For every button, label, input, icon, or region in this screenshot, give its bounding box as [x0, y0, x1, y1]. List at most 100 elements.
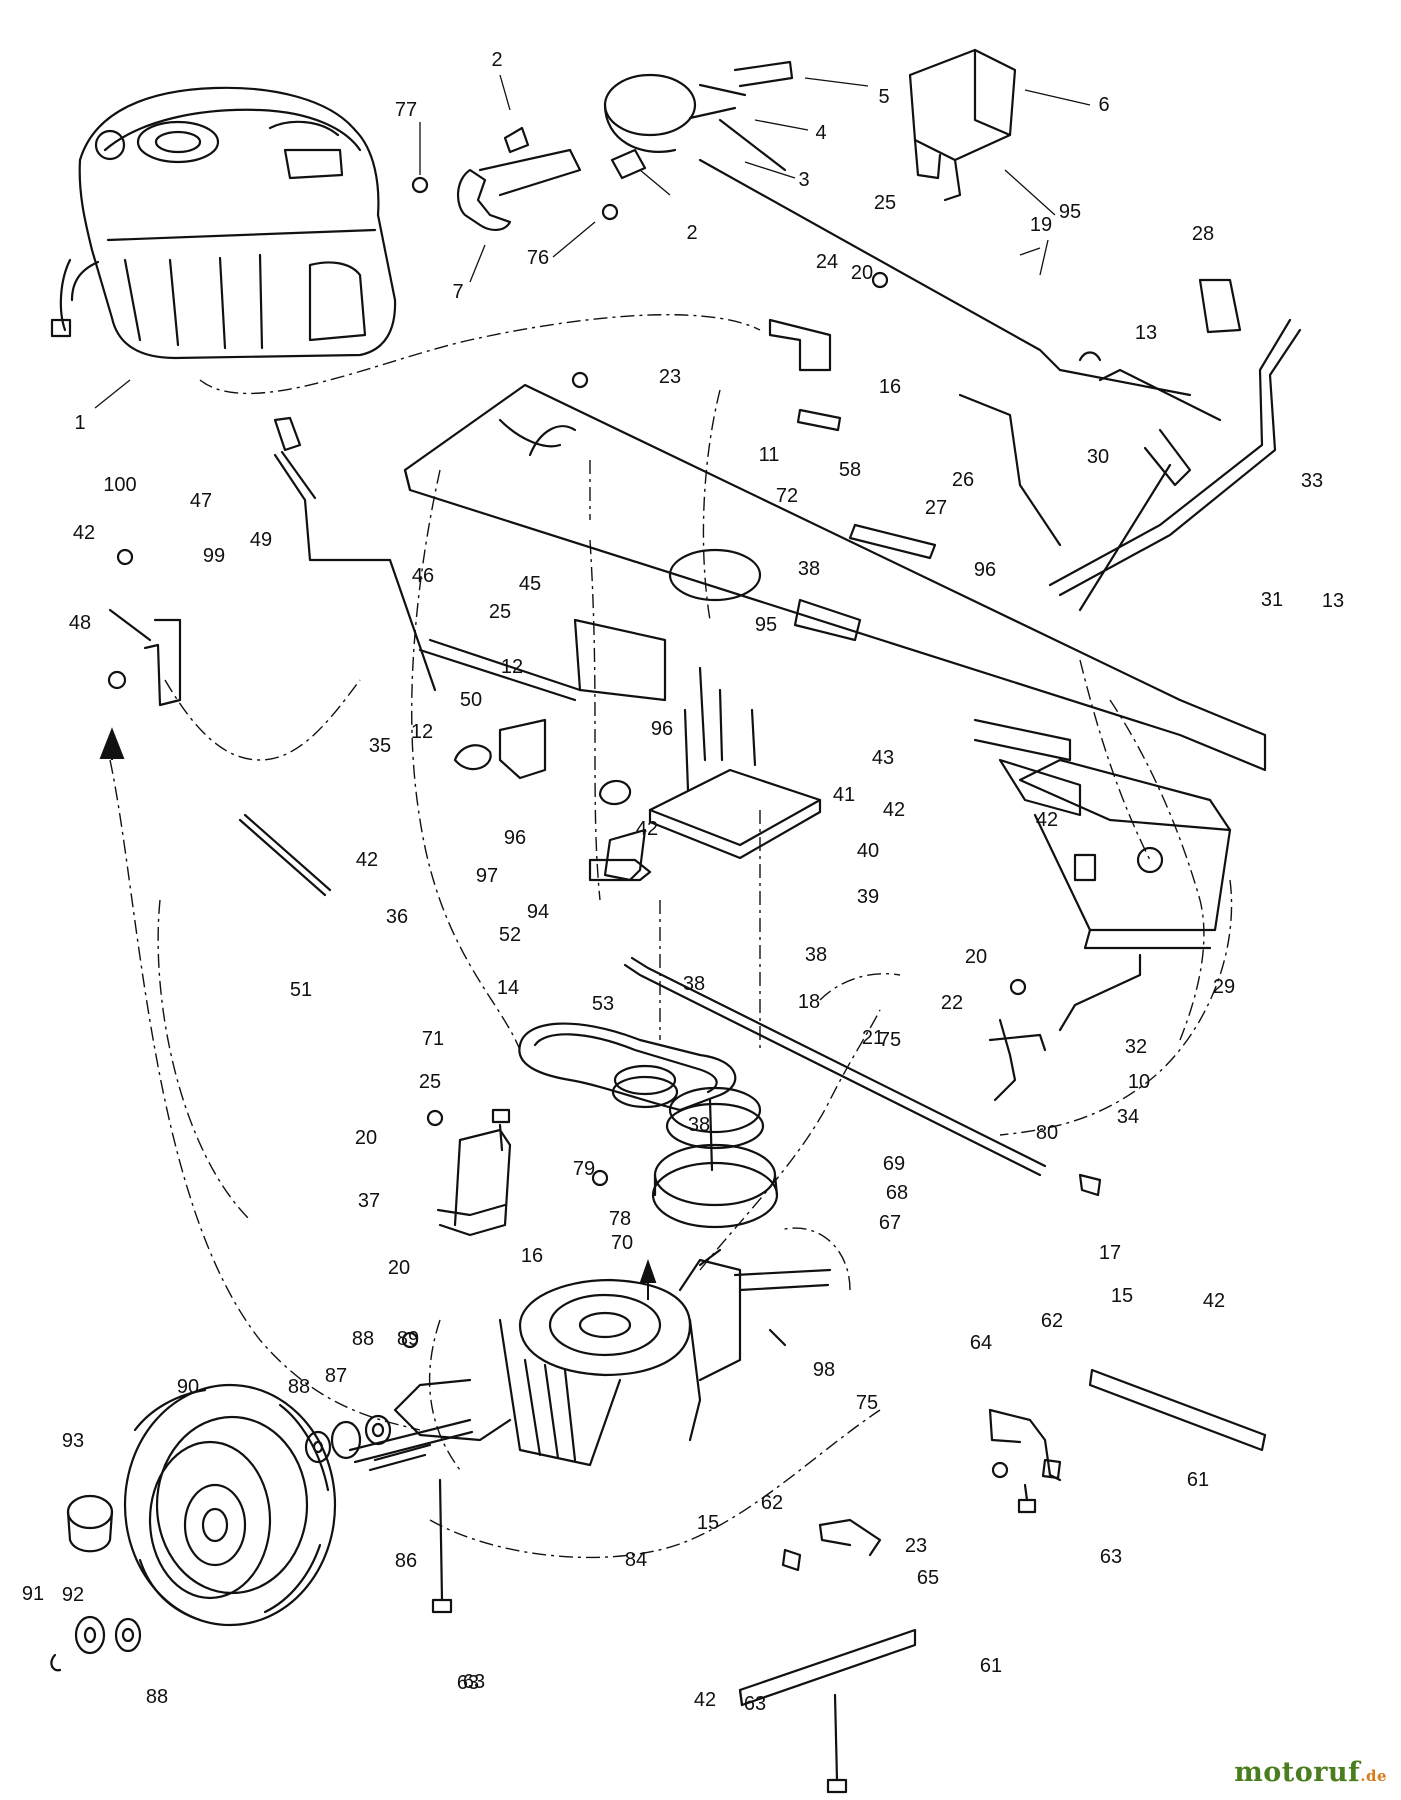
engine-part-drawing	[50, 86, 397, 360]
callout-label: 24	[815, 251, 839, 273]
belt-pulley-part-drawing	[518, 1022, 779, 1229]
callout-label: 46	[411, 565, 435, 587]
callout-label: 38	[797, 558, 821, 580]
callout-label: 12	[500, 656, 524, 678]
callout-label: 100	[103, 474, 137, 496]
callout-label: 5	[878, 86, 890, 108]
callout-label: 37	[357, 1190, 381, 1212]
callout-label: 98	[812, 1359, 836, 1381]
callout-label: 31	[1260, 589, 1284, 611]
watermark-tld: .de	[1360, 1767, 1387, 1785]
callout-label: 96	[973, 559, 997, 581]
callout-label: 45	[518, 573, 542, 595]
callout-label: 4	[815, 122, 827, 144]
callout-label: 12	[410, 721, 434, 743]
callout-label: 71	[421, 1028, 445, 1050]
callout-label: 63	[1099, 1546, 1123, 1568]
callout-label: 76	[526, 247, 550, 269]
callout-label: 7	[452, 281, 464, 303]
callout-label: 2	[686, 222, 698, 244]
callout-label: 61	[1186, 1469, 1210, 1491]
levers-part-drawing	[273, 278, 1302, 692]
callout-label: 28	[1191, 223, 1215, 245]
callout-label: 42	[72, 522, 96, 544]
callout-label: 63	[456, 1672, 480, 1694]
transaxle-part-drawing	[348, 1248, 832, 1467]
exhaust-part-drawing	[457, 60, 794, 231]
callout-label: 42	[635, 818, 659, 840]
callout-label: 35	[368, 735, 392, 757]
callout-label: 96	[503, 827, 527, 849]
callout-label: 20	[354, 1127, 378, 1149]
callout-label: 34	[1116, 1106, 1140, 1128]
bolts-part-drawing	[107, 176, 1037, 1794]
callout-label: 17	[1098, 1242, 1122, 1264]
callout-label: 22	[940, 992, 964, 1014]
callout-label: 61	[979, 1655, 1003, 1677]
callout-label: 53	[591, 993, 615, 1015]
callout-label: 63	[462, 1671, 486, 1693]
callout-label: 78	[608, 1208, 632, 1230]
brackets-part-drawing	[108, 318, 937, 707]
callout-label: 14	[496, 977, 520, 999]
assembly-lines	[109, 314, 1233, 1559]
callout-label: 42	[355, 849, 379, 871]
callout-label: 47	[189, 490, 213, 512]
callout-label: 10	[1127, 1071, 1151, 1093]
callout-label: 18	[797, 991, 821, 1013]
callout-label: 69	[882, 1153, 906, 1175]
callout-label: 62	[1040, 1310, 1064, 1332]
leader-lines	[94, 74, 1091, 409]
callout-label: 95	[754, 614, 778, 636]
callout-label: 68	[885, 1182, 909, 1204]
callout-label: 38	[687, 1114, 711, 1136]
callout-label: 63	[743, 1693, 767, 1715]
callout-label: 79	[572, 1158, 596, 1180]
callout-label: 25	[488, 601, 512, 623]
heat-shield-part-drawing	[908, 48, 1017, 202]
callout-label: 38	[682, 973, 706, 995]
callout-label: 1	[74, 412, 86, 434]
callout-label: 89	[396, 1328, 420, 1350]
callout-label: 92	[61, 1584, 85, 1606]
callout-label: 48	[68, 612, 92, 634]
callout-label: 42	[693, 1689, 717, 1711]
callout-label: 50	[459, 689, 483, 711]
callout-label: 16	[520, 1245, 544, 1267]
callout-label: 88	[287, 1376, 311, 1398]
callout-label: 96	[650, 718, 674, 740]
callout-label: 20	[964, 946, 988, 968]
callout-label: 41	[832, 784, 856, 806]
callout-label: 25	[873, 192, 897, 214]
callout-label: 91	[21, 1583, 45, 1605]
callout-label: 30	[1086, 446, 1110, 468]
callout-label: 58	[838, 459, 862, 481]
callout-label: 70	[610, 1232, 634, 1254]
callout-label: 95	[1058, 201, 1082, 223]
callout-label: 23	[658, 366, 682, 388]
callout-label: 38	[804, 944, 828, 966]
clutch-part-drawing	[238, 638, 652, 897]
callout-label: 42	[882, 799, 906, 821]
callout-label: 32	[1124, 1036, 1148, 1058]
watermark: motoruf.de	[1234, 1757, 1387, 1788]
callout-label: 51	[289, 979, 313, 1001]
callout-label: 99	[202, 545, 226, 567]
callout-label: 77	[394, 99, 418, 121]
callout-label: 39	[856, 886, 880, 908]
callout-label: 42	[1202, 1290, 1226, 1312]
callout-label: 23	[904, 1535, 928, 1557]
callout-label: 84	[624, 1549, 648, 1571]
watermark-main: motoruf	[1234, 1757, 1361, 1788]
callout-label: 64	[969, 1332, 993, 1354]
callout-label: 21	[861, 1027, 885, 1049]
callout-label: 65	[916, 1567, 940, 1589]
callout-label: 15	[696, 1512, 720, 1534]
idler-bracket-part-drawing	[436, 1128, 512, 1237]
frame-part-drawing	[403, 383, 1267, 950]
callout-label: 2	[491, 49, 503, 71]
callout-label: 90	[176, 1376, 200, 1398]
direction-arrows	[99, 727, 657, 1300]
